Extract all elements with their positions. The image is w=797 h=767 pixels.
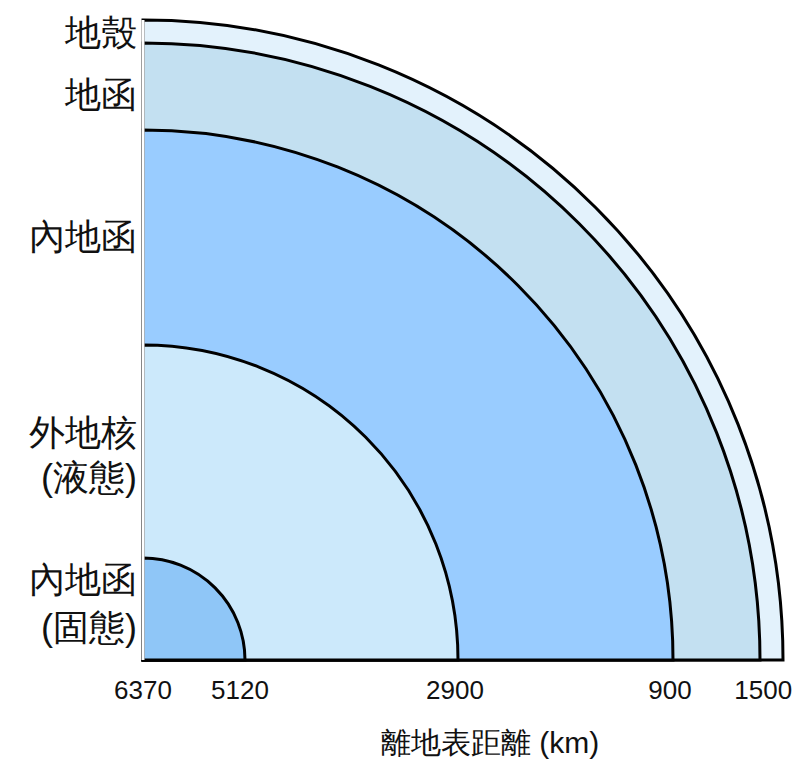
- layer-label: (固態): [41, 608, 137, 648]
- axis-tick-label: 900: [648, 676, 691, 705]
- axis-tick-label: 2900: [426, 676, 484, 705]
- crust-band: [143, 20, 783, 660]
- layer-label: 內地函: [29, 217, 137, 257]
- axis-tick-label: 5120: [211, 676, 269, 705]
- inner-core-band: [143, 558, 245, 660]
- outer-core-band: [143, 345, 458, 660]
- axis-tick-label: 150: [734, 676, 777, 705]
- inner-mantle-band: [143, 130, 673, 660]
- layer-label: 內地函: [29, 560, 137, 600]
- axis-tick-label: 6370: [114, 676, 172, 705]
- layer-label: 地殼: [65, 13, 137, 53]
- mantle-band: [143, 43, 760, 660]
- layer-label: 地函: [65, 75, 137, 115]
- layer-label: 外地核: [29, 413, 137, 453]
- axis-edge: [142, 20, 145, 660]
- axis-tick-label: 0: [778, 676, 792, 705]
- layer-label: (液態): [41, 458, 137, 498]
- axis-title: 離地表距離 (km): [381, 726, 599, 759]
